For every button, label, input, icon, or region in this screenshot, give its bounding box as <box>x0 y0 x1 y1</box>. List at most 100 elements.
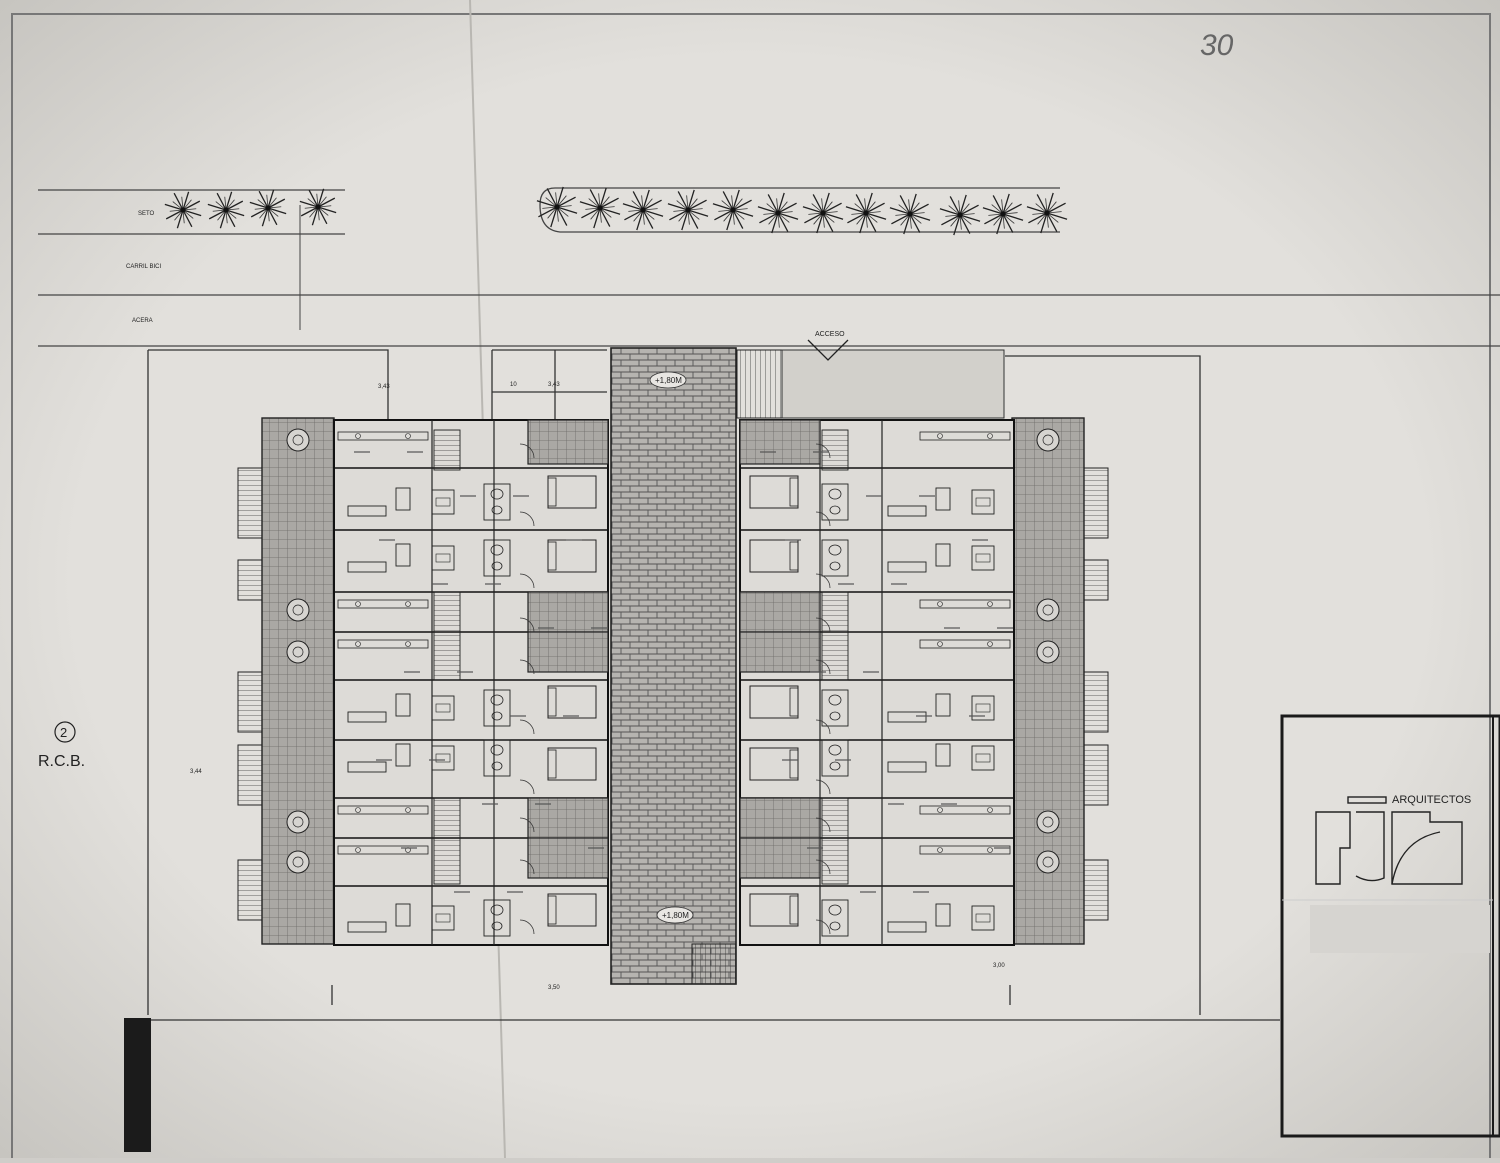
round-table-icon <box>1036 428 1060 452</box>
tree-branch <box>308 189 319 208</box>
plan-code: R.C.B. <box>38 753 85 770</box>
bathroom-icon <box>483 899 511 937</box>
sofa-icon <box>887 505 927 517</box>
tree-branch <box>636 209 644 231</box>
kitchen-counter <box>337 431 429 441</box>
door-swing <box>815 443 831 459</box>
tree-branch <box>593 207 601 229</box>
stove-icon <box>405 807 411 813</box>
interior-stairs <box>821 429 849 471</box>
dimension-bottom-center: 3,50 <box>548 985 560 991</box>
tree-branch <box>599 187 607 209</box>
stove-icon <box>987 847 993 853</box>
tiled-patio <box>739 631 821 673</box>
tree-branch <box>176 209 184 229</box>
tiled-patio <box>739 419 821 465</box>
access-plaza <box>781 349 1005 419</box>
toilet-icon <box>490 544 504 556</box>
tree-icon <box>802 192 844 234</box>
stove-icon <box>355 601 361 607</box>
stove-icon <box>937 641 943 647</box>
tree-branch <box>642 209 654 229</box>
tree-icon <box>164 191 202 229</box>
sofa-icon <box>347 921 387 933</box>
tree-branch <box>225 200 244 211</box>
tree-branch <box>732 189 740 211</box>
armchair-icon <box>395 693 411 717</box>
exterior-stairs <box>1083 859 1109 921</box>
tree-branch <box>822 202 842 214</box>
level-label-top: +1,80M <box>655 376 682 385</box>
round-table-icon <box>292 816 304 828</box>
armchair-icon <box>935 487 951 511</box>
door-swing <box>519 859 535 875</box>
exterior-stairs <box>1083 744 1109 806</box>
armchair-icon <box>395 743 411 767</box>
round-table-icon <box>1036 810 1060 834</box>
central-walkway <box>610 347 737 985</box>
sink-icon <box>491 561 503 571</box>
bathroom-icon <box>821 689 849 727</box>
tree-branch <box>267 207 287 215</box>
door-swing <box>815 659 831 675</box>
plan-number: 2 <box>60 725 67 740</box>
tree-branch <box>550 206 558 228</box>
tree-icon <box>579 187 621 229</box>
kitchen-counter <box>919 805 1011 815</box>
round-table-icon <box>1042 604 1054 616</box>
tree-trunk <box>775 210 781 216</box>
stove-icon <box>355 807 361 813</box>
round-table-icon <box>1042 434 1054 446</box>
street-label-bike-lane: CARRIL BICI <box>126 264 161 270</box>
door-swing <box>519 617 535 633</box>
pillow-icon <box>789 749 799 779</box>
tree-branch <box>939 208 961 216</box>
dining-table-icon <box>435 497 451 507</box>
exterior-stairs <box>1083 671 1109 733</box>
tree-branch <box>1002 193 1010 215</box>
sofa-icon <box>887 711 927 723</box>
tree-branch <box>249 201 269 209</box>
level-marker-top <box>649 371 687 389</box>
tree-branch <box>996 213 1004 235</box>
stove-icon <box>987 601 993 607</box>
door-swing <box>519 779 535 795</box>
sink-icon <box>491 921 503 931</box>
tree-branch <box>538 206 558 218</box>
tree-branch <box>909 193 917 215</box>
sink-icon <box>829 711 841 721</box>
tree-branch <box>959 204 979 216</box>
tree-branch <box>771 212 779 234</box>
sink-icon <box>491 761 503 771</box>
tree-branch <box>642 199 662 211</box>
exterior-stairs <box>237 671 263 733</box>
tree-branch <box>712 203 734 211</box>
dining-table-icon <box>971 489 995 515</box>
tiled-patio <box>527 797 609 839</box>
tree-branch <box>1046 212 1068 220</box>
tree-branch <box>992 195 1004 215</box>
tree-trunk <box>554 204 560 210</box>
tree-branch <box>317 188 325 208</box>
kitchen-counter <box>337 845 429 855</box>
tree-branch <box>687 209 699 229</box>
tree-branch <box>1002 213 1024 221</box>
sofa-icon <box>347 761 387 773</box>
tree-branch <box>632 191 644 211</box>
tree-trunk <box>1044 210 1050 216</box>
tree-branch <box>624 209 644 221</box>
door-swing <box>815 859 831 875</box>
door-swing <box>519 719 535 735</box>
dining-table-icon <box>431 745 455 771</box>
pillow-icon <box>789 687 799 717</box>
bathroom-icon <box>821 739 849 777</box>
tree-branch <box>777 212 789 232</box>
title-block <box>1280 714 1500 1138</box>
tree-branch <box>767 194 779 214</box>
stove-icon <box>937 601 943 607</box>
tree-branch <box>556 206 578 214</box>
tree-icon <box>249 189 287 227</box>
bathroom-icon <box>483 689 511 727</box>
level-label-bottom: +1,80M <box>662 911 689 920</box>
tree-branch <box>959 214 981 222</box>
